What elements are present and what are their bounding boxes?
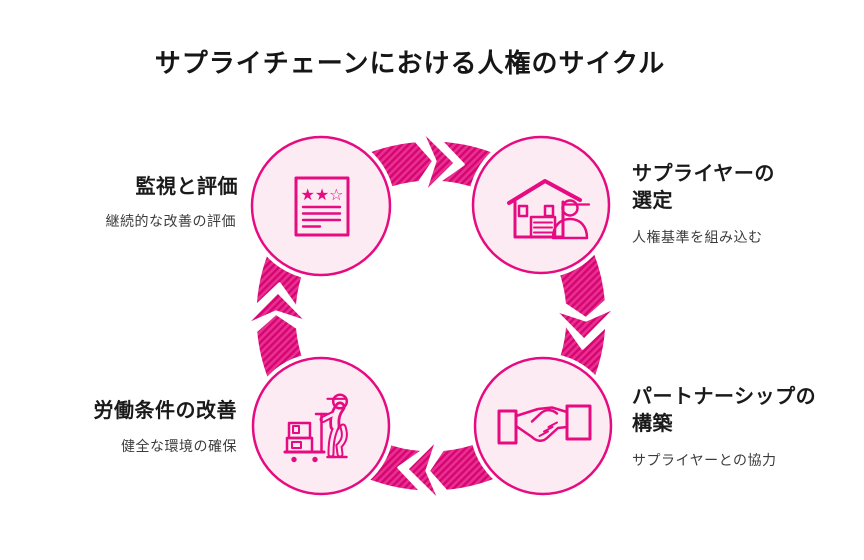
label-monitoring-heading: 監視と評価 [135, 176, 238, 198]
star-rating: ★★☆ [300, 187, 343, 204]
label-partnership-heading: パートナーシップの 構築 [632, 386, 817, 435]
node-circle-partnership [473, 356, 613, 496]
label-supplier-selection-sub: 人権基準を組み込む [632, 229, 763, 245]
label-partnership-sub: サプライヤーとの協力 [632, 452, 777, 468]
label-labor-conditions-sub: 健全な環境の確保 [121, 438, 237, 454]
worker-cart-icon [283, 393, 349, 463]
handshake-icon [497, 404, 592, 445]
arrowhead-left-icon [242, 290, 310, 328]
label-labor-conditions-heading: 労働条件の改善 [93, 400, 237, 422]
label-monitoring-sub: 継続的な改善の評価 [105, 213, 236, 229]
house-person-icon [507, 179, 591, 240]
document-stars-icon: ★★☆ [294, 176, 350, 237]
arrowhead-top-icon [419, 127, 457, 195]
page-title: サプライチェーンにおける人権のサイクル [154, 48, 666, 78]
label-supplier-selection-heading: サプライヤーの 選定 [632, 163, 775, 212]
arrowhead-right-icon [552, 304, 620, 342]
arrowhead-bottom-icon [405, 437, 443, 505]
